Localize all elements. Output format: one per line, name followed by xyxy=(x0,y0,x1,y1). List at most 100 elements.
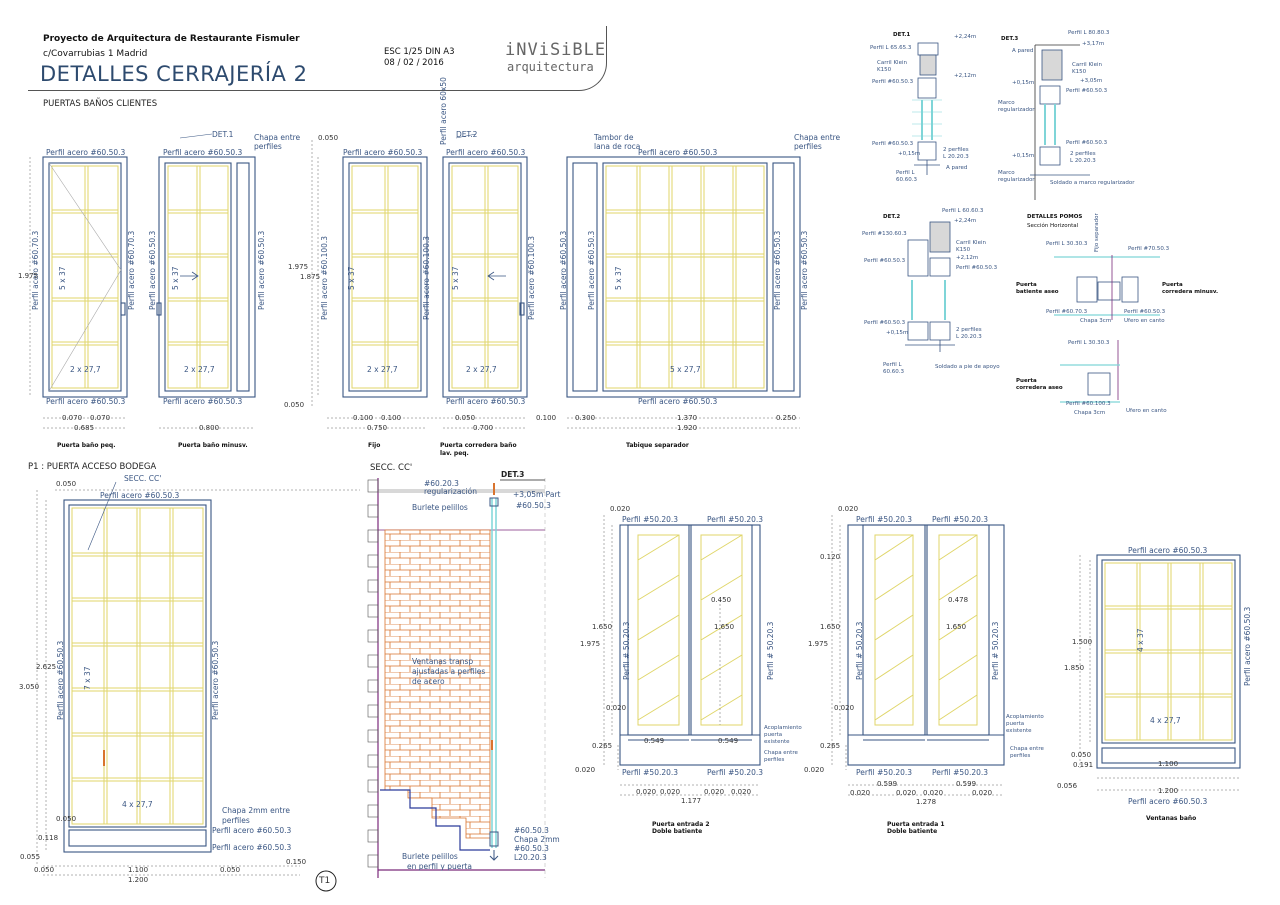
e1-acop-a: Acoplamiento xyxy=(1006,714,1044,720)
grid-label-window: 4 x 37 xyxy=(1136,628,1145,652)
dim-b-0050c: 0.050 xyxy=(34,866,55,874)
perfiles-label-3: perfiles xyxy=(222,816,250,825)
caption-door4a: Puerta corredera baño xyxy=(440,442,517,449)
grid-label-bodega-b: 4 x 27,7 xyxy=(122,800,153,809)
e2-dim-0265: 0.265 xyxy=(592,742,613,750)
t1-label: T1 xyxy=(319,876,331,886)
logo-text-top: iNViSiBLE xyxy=(505,40,607,60)
caption-door3: Fijo xyxy=(368,442,381,449)
l20203-label: L20.20.3 xyxy=(514,853,547,862)
panel-fijo xyxy=(342,156,428,398)
det2-drawing xyxy=(905,221,955,352)
label-tabique-side3: Perfil acero #60.50.3 xyxy=(773,230,782,310)
pomos-title: DETALLES POMOS xyxy=(1027,214,1083,220)
dim-0050-c: 0.050 xyxy=(455,414,476,422)
d1-k150: K150 xyxy=(877,67,892,73)
e1-dim-0599a: 0.599 xyxy=(877,780,898,788)
dim-b-2625: 2.625 xyxy=(36,663,57,671)
label-door2-top: Perfil acero #60.50.3 xyxy=(163,148,243,157)
chapa-label-2: Chapa entre xyxy=(794,133,841,142)
e1-dim-1975: 1.975 xyxy=(808,640,829,648)
window-dims xyxy=(1079,555,1240,791)
t1-marker xyxy=(315,870,337,892)
d2-p130: Perfil #130.60.3 xyxy=(862,231,907,237)
det1-ref: DET.1 xyxy=(212,130,234,139)
d3-317: +3,17m xyxy=(1082,41,1105,47)
caption-door1: Puerta baño peq. xyxy=(57,442,116,449)
e2-acop-b: puerta xyxy=(764,732,783,738)
pomos-pL30: Perfil L 30.30.3 xyxy=(1046,241,1088,247)
top-dimension-lines xyxy=(29,140,800,429)
d3-reg: regularizador xyxy=(998,107,1035,113)
d1-p60503b: Perfil #60.50.3 xyxy=(872,141,914,147)
window-bot-label: Perfil acero #60.50.3 xyxy=(1128,797,1208,806)
sec-p60503-a: #60.50.3 xyxy=(514,826,549,835)
dim-b-3050: 3.050 xyxy=(19,683,40,691)
d3-015: +0,15m xyxy=(1012,80,1035,86)
d3-l20: L 20.20.3 xyxy=(1070,158,1096,164)
pomos-bat-aseo: batiente aseo xyxy=(1016,289,1059,295)
e2-top-left: Perfil #50.20.3 xyxy=(622,515,679,524)
dim-0050-a: 0.050 xyxy=(318,134,339,142)
d1-title: DET.1 xyxy=(893,32,911,38)
dim-0100-a: 0.100 xyxy=(353,414,374,422)
e2-acop-a: Acoplamiento xyxy=(764,725,802,731)
label-tabique-side: Perfil acero #60.50.3 xyxy=(559,230,568,310)
bodega-label-a: Perfil acero #60.50.3 xyxy=(212,826,292,835)
label-corr-bottom: Perfil acero #60.50.3 xyxy=(446,397,526,406)
d2-p60b: Perfil #60.50.3 xyxy=(956,265,998,271)
caption-entrance1a: Puerta entrada 1 xyxy=(887,821,945,828)
e2-dim-1650: 1.650 xyxy=(592,623,613,631)
dim-b-0150: 0.150 xyxy=(286,858,307,866)
logo-text-bottom: arquitectura xyxy=(507,60,594,74)
ventanas-label-a: Ventanas transp xyxy=(412,657,474,666)
cota305-label: +3,05m Part xyxy=(513,490,561,499)
label-corr-right: Perfil acero #60.100.3 xyxy=(527,235,536,320)
d2-pL: Perfil L 60.60.3 xyxy=(942,208,984,214)
d1-212: +2,12m xyxy=(954,73,977,79)
entrance-door-2 xyxy=(619,524,761,766)
e2-dim-0020e: 0.020 xyxy=(660,788,681,796)
e1-acop-b: puerta xyxy=(1006,721,1025,727)
e2-dim-0020: 0.020 xyxy=(610,505,631,513)
project-name: Proyecto de Arquitectura de Restaurante … xyxy=(43,34,300,44)
pomos-p60503: Perfil #60.50.3 xyxy=(1124,309,1166,315)
e1-dim-0599b: 0.599 xyxy=(956,780,977,788)
d2-015: +0,15m xyxy=(886,330,909,336)
d2-212: +2,12m xyxy=(956,255,979,261)
label-tabique-side2: Perfil acero #60.50.3 xyxy=(587,230,596,310)
label-fijo-side: Perfil acero #60.100.3 xyxy=(320,235,329,320)
caption-window: Ventanas baño xyxy=(1146,815,1197,822)
regularizacion-label: regularización xyxy=(424,487,477,496)
d3-reg2: regularizador xyxy=(998,177,1035,183)
dim-b-0055: 0.055 xyxy=(20,853,41,861)
d1-2perf: 2 perfiles xyxy=(943,147,969,153)
w-dim-1200: 1.200 xyxy=(1158,787,1179,795)
dim-b-1100: 1.100 xyxy=(128,866,149,874)
ventanas-label-b: ajustadas a perfiles xyxy=(412,667,486,676)
e1-dim-0020e: 0.020 xyxy=(896,789,917,797)
section-cc-profile xyxy=(489,478,546,878)
dim-1370: 1.370 xyxy=(677,414,698,422)
d2-224: +2,24m xyxy=(954,218,977,224)
e1-dim-0120: 0.120 xyxy=(820,553,841,561)
d3-soldado: Soldado a marco regularizador xyxy=(1050,180,1135,186)
grid-label-window-b: 4 x 27,7 xyxy=(1150,716,1181,725)
e2-dim-0450: 0.450 xyxy=(711,596,732,604)
d3-k150: K150 xyxy=(1072,69,1087,75)
burlete-label-b: Burlete pelillos xyxy=(402,852,458,861)
det2-ref: DET.2 xyxy=(456,130,478,139)
dim-0070-b: 0.070 xyxy=(90,414,111,422)
e1-dim-0020c: 0.020 xyxy=(804,766,825,774)
d2-p60c: Perfil #60.50.3 xyxy=(864,320,906,326)
grid-label-tabique-b: 5 x 27,7 xyxy=(670,365,701,374)
d3-p60503b: Perfil #60.50.3 xyxy=(1066,140,1108,146)
label-door1-side: Perfil acero #60.70.3 xyxy=(31,230,40,310)
d1-carril: Carril Klein xyxy=(877,60,907,66)
bodega-label-b: Perfil acero #60.50.3 xyxy=(212,843,292,852)
label-tabique-side4: Perfil acero #60.50.3 xyxy=(800,230,809,310)
e1-dim-0020b: 0.020 xyxy=(834,704,855,712)
caption-entrance2a: Puerta entrada 2 xyxy=(652,821,710,828)
d3-title: DET.3 xyxy=(1001,36,1019,42)
